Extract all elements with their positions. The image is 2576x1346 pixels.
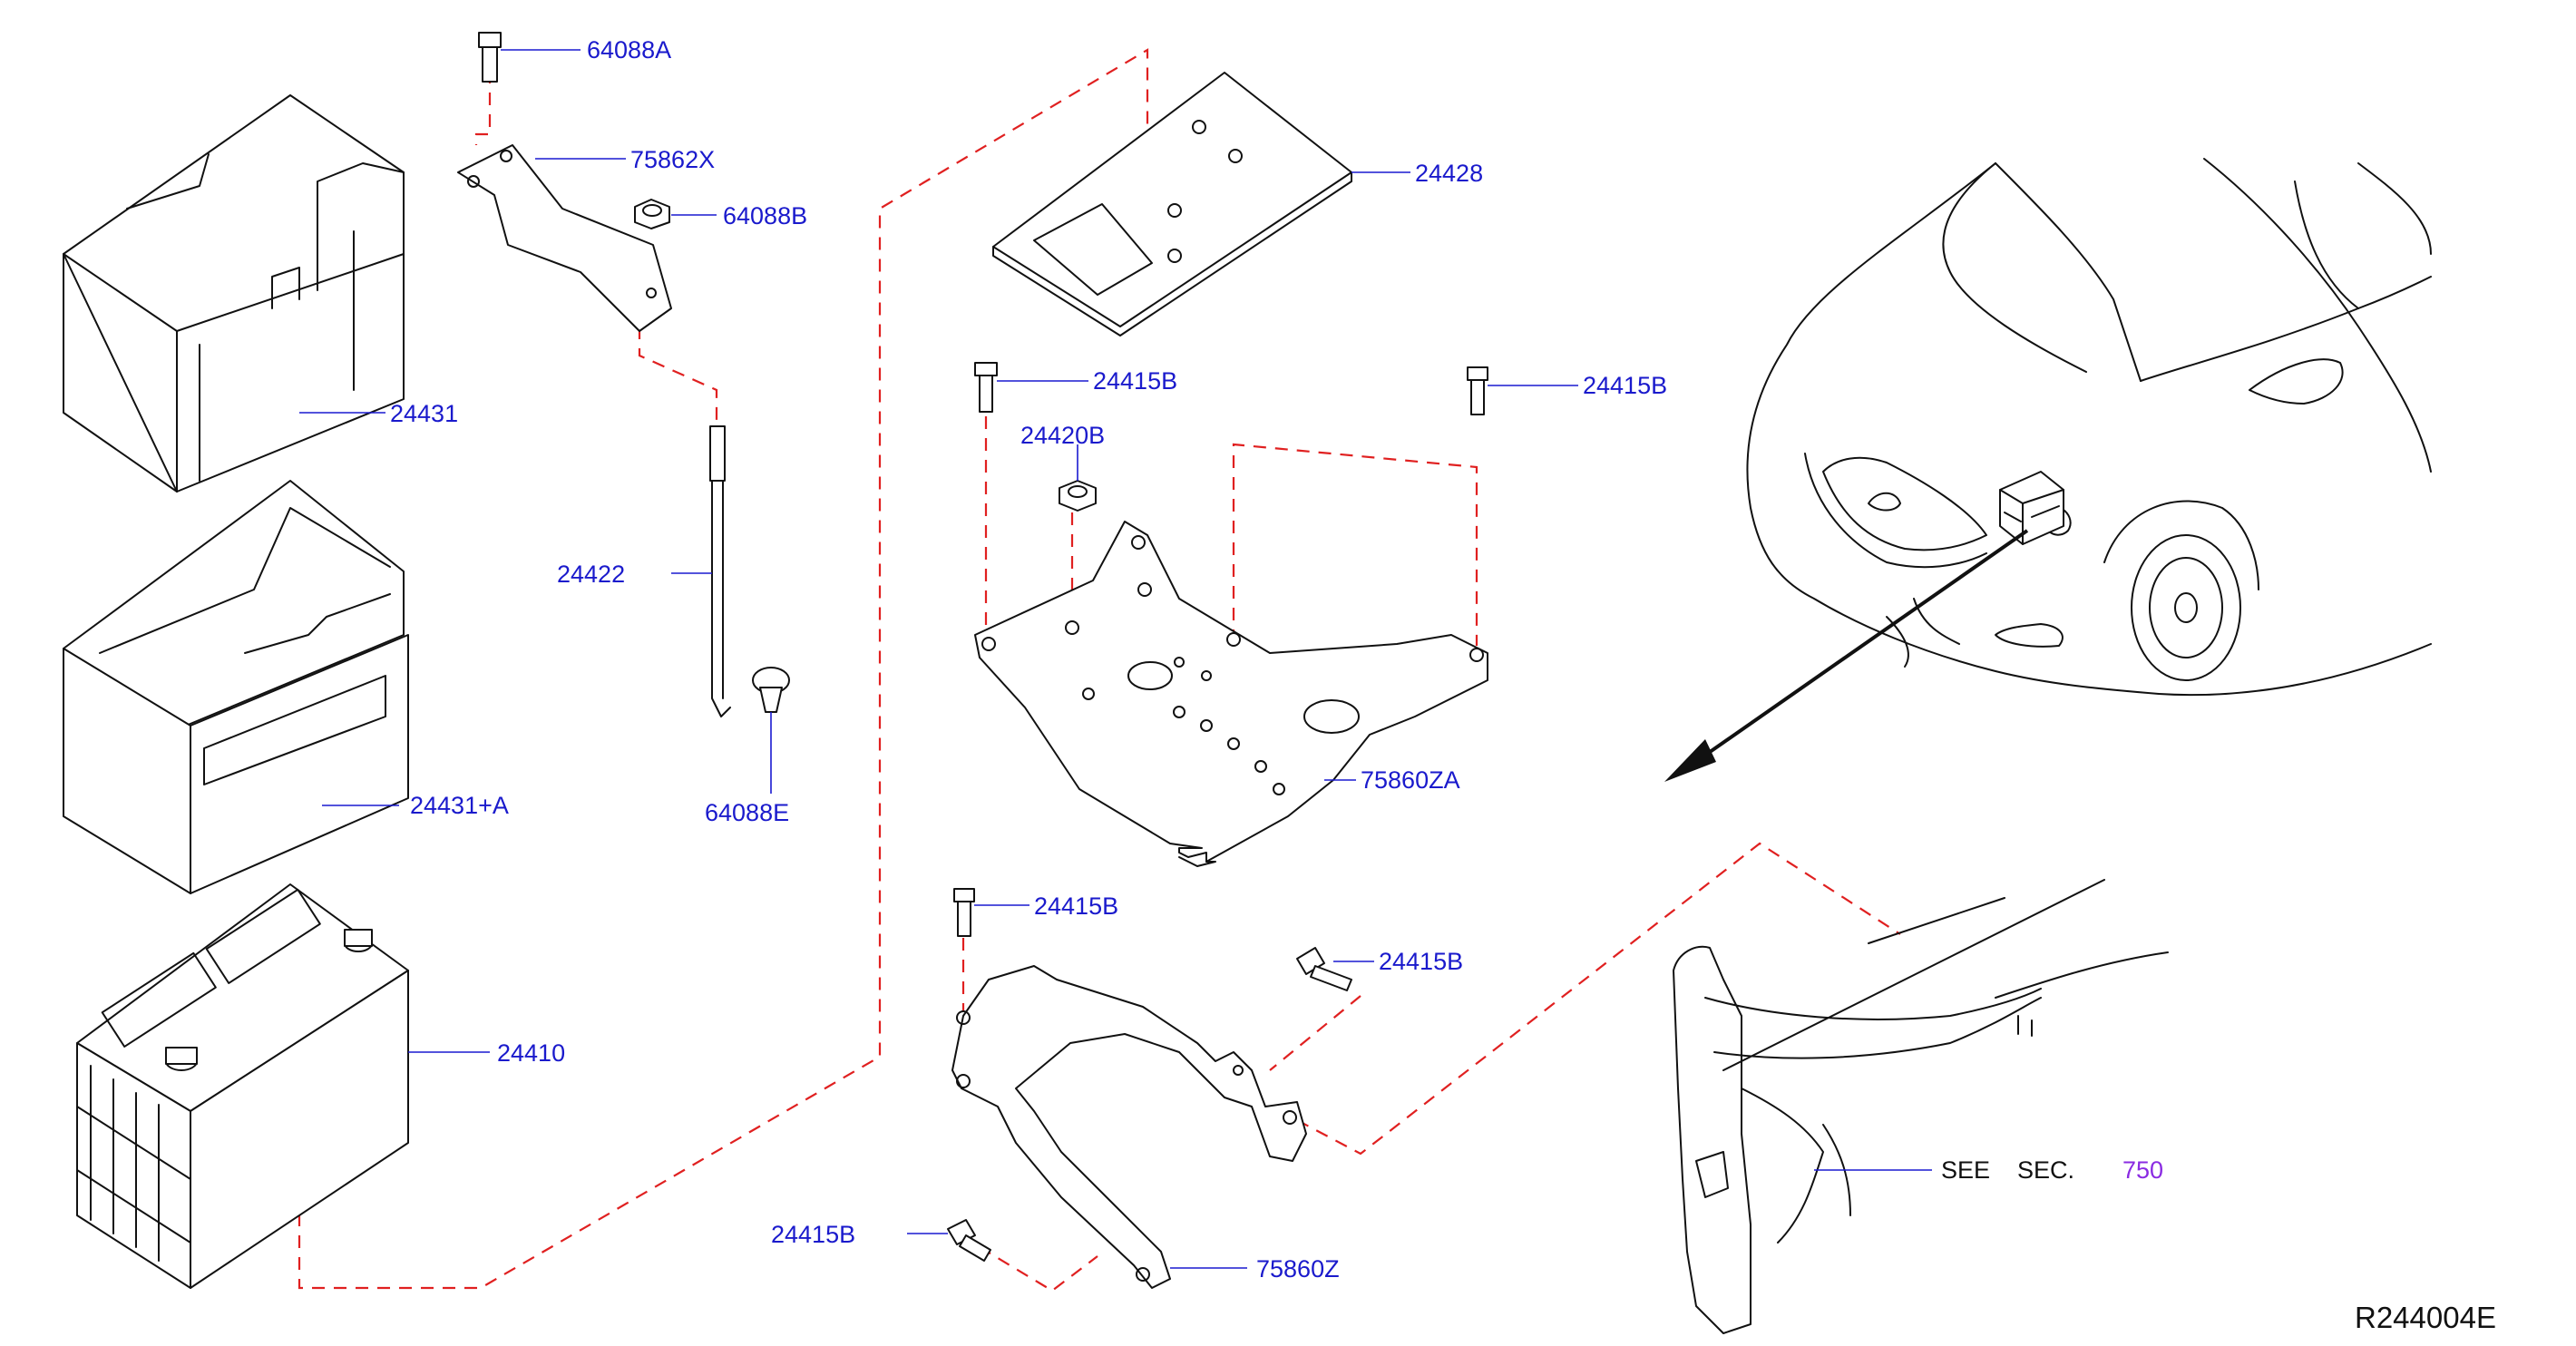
bolt-24415B-2 [1467, 366, 1488, 415]
vehicle-front-sketch [1746, 158, 2432, 697]
nut-64088B [634, 199, 670, 229]
label-24415B-5: 24415B [771, 1221, 856, 1248]
leader-lines [299, 49, 1932, 1269]
battery-case-24431A [63, 480, 409, 894]
diagram-reference-code: R244004E [2355, 1301, 2496, 1334]
label-64088B: 64088B [723, 202, 808, 229]
vehicle-battery-icon [1999, 471, 2064, 545]
label-75860Z: 75860Z [1256, 1255, 1340, 1283]
bolt-24415B-5 [947, 1219, 991, 1262]
label-64088E: 64088E [705, 799, 790, 826]
label-24415B-4: 24415B [1379, 948, 1464, 975]
bolt-24415B-4 [1296, 947, 1352, 991]
label-24415B-3: 24415B [1034, 892, 1119, 920]
label-24428: 24428 [1415, 160, 1484, 187]
body-structure-sec-750 [1673, 879, 2169, 1334]
label-75862X: 75862X [630, 146, 716, 173]
bolt-64088A [478, 32, 502, 83]
label-24415B-1: 24415B [1093, 367, 1178, 395]
battery-cover-24431 [63, 94, 405, 493]
rod-24422 [709, 425, 731, 717]
clip-64088E [752, 667, 790, 713]
label-24420B: 24420B [1020, 422, 1106, 449]
bolt-24415B-1 [974, 362, 998, 413]
bolt-24415B-3 [953, 888, 975, 937]
label-24422: 24422 [557, 561, 626, 588]
location-arrow [1664, 529, 2029, 782]
section-number-link[interactable]: 750 [2122, 1156, 2164, 1184]
tray-plate-24428 [992, 72, 1352, 336]
sec-label: SEC. [2017, 1156, 2075, 1184]
label-24431A: 24431+A [410, 792, 509, 819]
label-64088A: 64088A [587, 36, 672, 63]
label-24410: 24410 [497, 1039, 566, 1067]
see-label: SEE [1941, 1156, 1991, 1184]
label-24415B-2: 24415B [1583, 372, 1668, 399]
label-75860ZA: 75860ZA [1361, 766, 1460, 794]
battery-24410 [76, 883, 409, 1289]
nut-24420B [1059, 480, 1097, 512]
label-24431: 24431 [390, 400, 459, 427]
lower-bracket-75860Z [951, 965, 1307, 1289]
tray-bracket-75860ZA [974, 521, 1488, 867]
bracket-75862X [457, 144, 672, 332]
